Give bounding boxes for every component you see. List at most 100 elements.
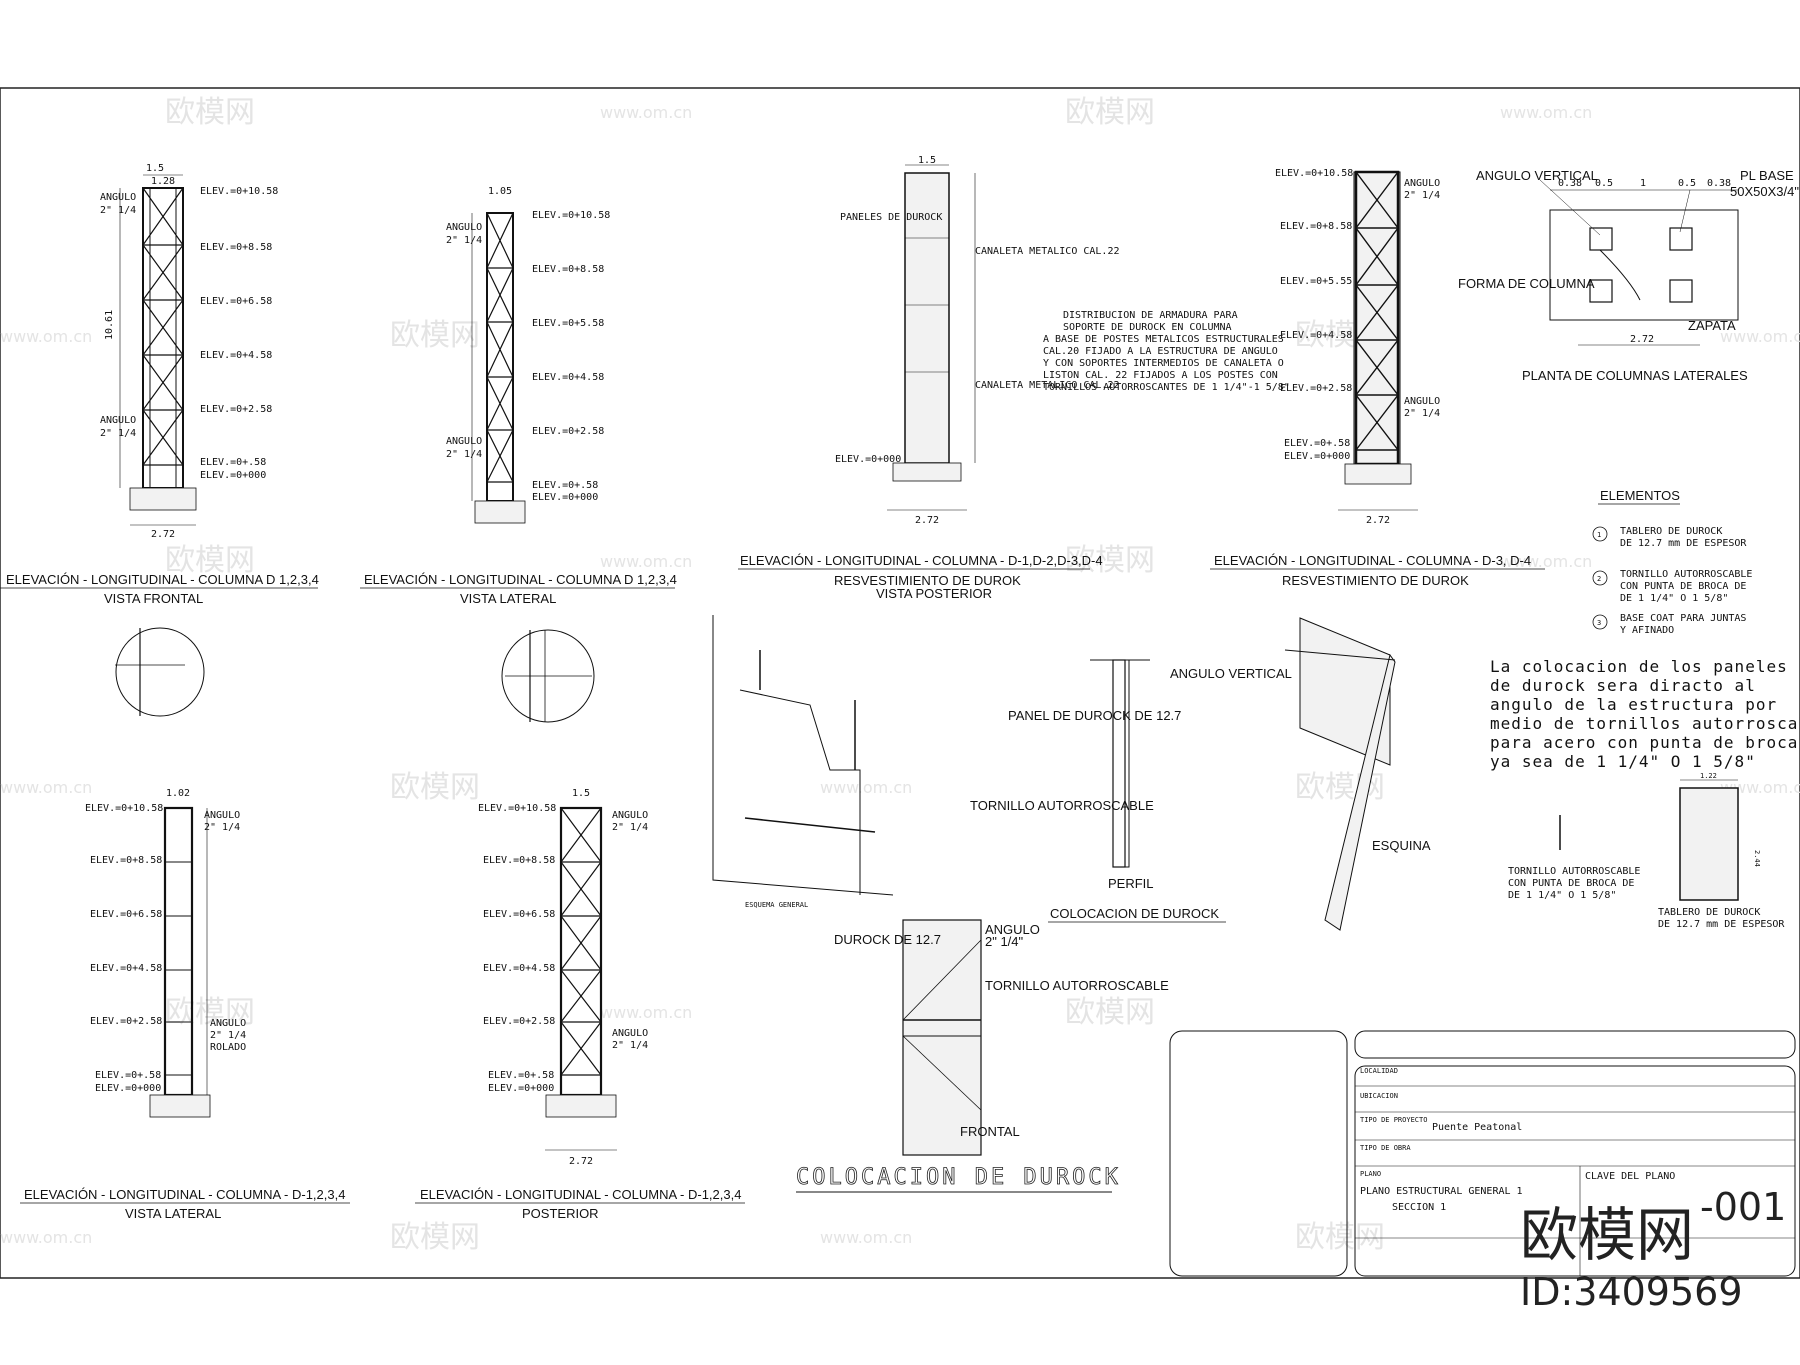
watermark: www.om.cn <box>1720 327 1800 346</box>
elements-legend: ELEMENTOS 1 TABLERO DE DUROCK DE 12.7 mm… <box>1592 488 1752 636</box>
svg-text:ELEV.=0+10.58: ELEV.=0+10.58 <box>532 210 610 221</box>
svg-text:0.38: 0.38 <box>1707 178 1731 189</box>
esquema-general: ESQUEMA GENERAL <box>712 615 894 909</box>
watermark: www.om.cn <box>820 1228 912 1247</box>
svg-text:2" 1/4": 2" 1/4" <box>985 934 1024 949</box>
svg-text:FORMA DE COLUMNA: FORMA DE COLUMNA <box>1458 276 1595 291</box>
svg-text:CLAVE DEL PLANO: CLAVE DEL PLANO <box>1585 1171 1675 1182</box>
svg-text:ELEV.=0+000: ELEV.=0+000 <box>488 1083 554 1094</box>
watermark: www.om.cn <box>1500 552 1592 571</box>
svg-text:para acero con punta de broca: para acero con punta de broca <box>1490 733 1798 752</box>
svg-text:2.72: 2.72 <box>1366 515 1390 526</box>
watermark: 欧模网 <box>165 995 255 1030</box>
watermark: 欧模网 <box>165 95 255 130</box>
svg-text:DE 1 1/4" O 1 5/8": DE 1 1/4" O 1 5/8" <box>1620 593 1728 604</box>
svg-text:TORNILLO AUTORROSCABLE: TORNILLO AUTORROSCABLE <box>985 978 1169 993</box>
elevation-posterior: 1.5 2.72 ELEV.=0+10.58 ELEV.=0+8.58 ELEV… <box>415 788 745 1221</box>
svg-text:PANELES DE DUROCK: PANELES DE DUROCK <box>840 212 942 223</box>
watermarks: 欧模网 www.om.cn 欧模网 www.om.cn www.om.cn 欧模… <box>0 95 1800 1255</box>
posterior-durock-subtitle2: VISTA POSTERIOR <box>876 586 992 601</box>
svg-text:ELEV.=0+10.58: ELEV.=0+10.58 <box>200 186 278 197</box>
board-detail: 1.22 2.44 TABLERO DE DUROCK DE 12.7 mm D… <box>1658 772 1785 930</box>
svg-text:2" 1/4: 2" 1/4 <box>1404 190 1440 201</box>
perfil-caption: COLOCACION DE DUROCK <box>1050 906 1219 921</box>
svg-text:2" 1/4: 2" 1/4 <box>612 1040 648 1051</box>
svg-text:UBICACION: UBICACION <box>1360 1092 1398 1100</box>
svg-text:DE 1 1/4" O 1 5/8": DE 1 1/4" O 1 5/8" <box>1508 890 1616 901</box>
brand-stamp: 欧模网 ID:3409569 <box>1520 1201 1743 1314</box>
watermark: www.om.cn <box>600 103 692 122</box>
svg-text:ELEV.=0+2.58: ELEV.=0+2.58 <box>1280 383 1352 394</box>
svg-text:2.44: 2.44 <box>1753 850 1761 867</box>
svg-text:ANGULO: ANGULO <box>204 810 240 821</box>
svg-text:ANGULO VERTICAL: ANGULO VERTICAL <box>1170 666 1292 681</box>
svg-text:ELEV.=0+8.58: ELEV.=0+8.58 <box>483 855 555 866</box>
svg-text:2.72: 2.72 <box>569 1156 593 1167</box>
svg-text:ELEV.=0+2.58: ELEV.=0+2.58 <box>90 1016 162 1027</box>
svg-text:ANGULO: ANGULO <box>210 1018 246 1029</box>
svg-text:2" 1/4: 2" 1/4 <box>210 1030 246 1041</box>
svg-text:1.5: 1.5 <box>146 163 164 174</box>
svg-text:LISTON CAL. 22 FIJADOS A LOS P: LISTON CAL. 22 FIJADOS A LOS POSTES CON <box>1043 370 1278 381</box>
screw-detail: TORNILLO AUTORROSCABLE CON PUNTA DE BROC… <box>1508 815 1640 901</box>
detail-circle-2 <box>501 629 595 723</box>
brand-logo: 欧模网 <box>1520 1201 1694 1269</box>
svg-text:La colocacion de los paneles: La colocacion de los paneles <box>1490 657 1788 676</box>
svg-text:PANEL DE DUROCK DE 12.7: PANEL DE DUROCK DE 12.7 <box>1008 708 1181 723</box>
svg-text:ELEV.=0+000: ELEV.=0+000 <box>200 470 266 481</box>
svg-text:ELEV.=0+4.58: ELEV.=0+4.58 <box>200 350 272 361</box>
svg-text:PLANO: PLANO <box>1360 1170 1381 1178</box>
svg-text:TORNILLOS AUTORROSCANTES DE 1: TORNILLOS AUTORROSCANTES DE 1 1/4"-1 5/8… <box>1043 382 1290 393</box>
posterior-title: ELEVACIÓN - LONGITUDINAL - COLUMNA - D-1… <box>420 1187 741 1202</box>
svg-text:ANGULO: ANGULO <box>1404 396 1440 407</box>
svg-text:1.05: 1.05 <box>488 186 512 197</box>
svg-text:ELEV.=0+5.55: ELEV.=0+5.55 <box>1280 276 1352 287</box>
svg-text:PLANO ESTRUCTURAL GENERAL 1: PLANO ESTRUCTURAL GENERAL 1 <box>1360 1186 1523 1197</box>
watermark: www.om.cn <box>0 1228 92 1247</box>
svg-text:1.5: 1.5 <box>572 788 590 799</box>
svg-text:ANGULO VERTICAL: ANGULO VERTICAL <box>1476 168 1598 183</box>
svg-text:angulo de la estructura por: angulo de la estructura por <box>1490 695 1777 714</box>
svg-text:ELEV.=0+.58: ELEV.=0+.58 <box>532 480 598 491</box>
svg-text:ELEV.=0+10.58: ELEV.=0+10.58 <box>478 803 556 814</box>
svg-text:DUROCK DE 12.7: DUROCK DE 12.7 <box>834 932 941 947</box>
watermark: 欧模网 <box>390 770 480 805</box>
svg-text:ELEV.=0+8.58: ELEV.=0+8.58 <box>1280 221 1352 232</box>
svg-text:ELEV.=0+4.58: ELEV.=0+4.58 <box>532 372 604 383</box>
svg-text:medio de tornillos autorroscab: medio de tornillos autorroscables <box>1490 714 1800 733</box>
watermark: 欧模网 <box>1065 95 1155 130</box>
svg-text:ANGULO: ANGULO <box>100 415 136 426</box>
svg-text:de durock sera diracto al: de durock sera diracto al <box>1490 676 1756 695</box>
svg-text:TABLERO DE DUROCK: TABLERO DE DUROCK <box>1658 907 1760 918</box>
svg-text:0.38: 0.38 <box>1558 178 1582 189</box>
perfil-detail: PANEL DE DUROCK DE 12.7 ANGULO VERTICAL … <box>970 659 1292 923</box>
plan-lateral-columns: 0.38 0.5 1 0.5 0.38 2.72 ANGULO VERTICAL… <box>1458 168 1799 383</box>
posterior-subtitle: POSTERIOR <box>522 1206 599 1221</box>
svg-text:3: 3 <box>1597 619 1601 627</box>
svg-text:CON PUNTA DE BROCA DE: CON PUNTA DE BROCA DE <box>1508 878 1634 889</box>
brand-id: ID:3409569 <box>1520 1270 1743 1314</box>
svg-text:ELEV.=0+.58: ELEV.=0+.58 <box>95 1070 161 1081</box>
svg-text:1.28: 1.28 <box>151 176 175 187</box>
watermark: www.om.cn <box>820 778 912 797</box>
posterior-durock-title: ELEVACIÓN - LONGITUDINAL - COLUMNA - D-1… <box>740 553 1103 568</box>
frontal-subtitle: VISTA FRONTAL <box>104 591 203 606</box>
svg-text:2" 1/4: 2" 1/4 <box>612 822 648 833</box>
watermark: www.om.cn <box>1720 778 1800 797</box>
svg-text:ESQUINA: ESQUINA <box>1372 838 1431 853</box>
svg-text:1.22: 1.22 <box>1700 772 1717 780</box>
d3d4-title: ELEVACIÓN - LONGITUDINAL - COLUMNA - D-3… <box>1214 553 1531 568</box>
svg-text:ANGULO: ANGULO <box>446 436 482 447</box>
svg-text:2.72: 2.72 <box>1630 334 1654 345</box>
watermark: 欧模网 <box>390 318 480 353</box>
svg-text:ZAPATA: ZAPATA <box>1688 318 1736 333</box>
svg-text:2" 1/4: 2" 1/4 <box>100 205 136 216</box>
svg-text:1.5: 1.5 <box>918 155 936 166</box>
svg-text:ANGULO: ANGULO <box>612 810 648 821</box>
svg-text:DE 12.7 mm DE ESPESOR: DE 12.7 mm DE ESPESOR <box>1620 538 1747 549</box>
svg-text:CON PUNTA DE BROCA DE: CON PUNTA DE BROCA DE <box>1620 581 1746 592</box>
svg-text:1: 1 <box>1597 531 1601 539</box>
watermark: www.om.cn <box>600 552 692 571</box>
svg-text:PERFIL: PERFIL <box>1108 876 1154 891</box>
